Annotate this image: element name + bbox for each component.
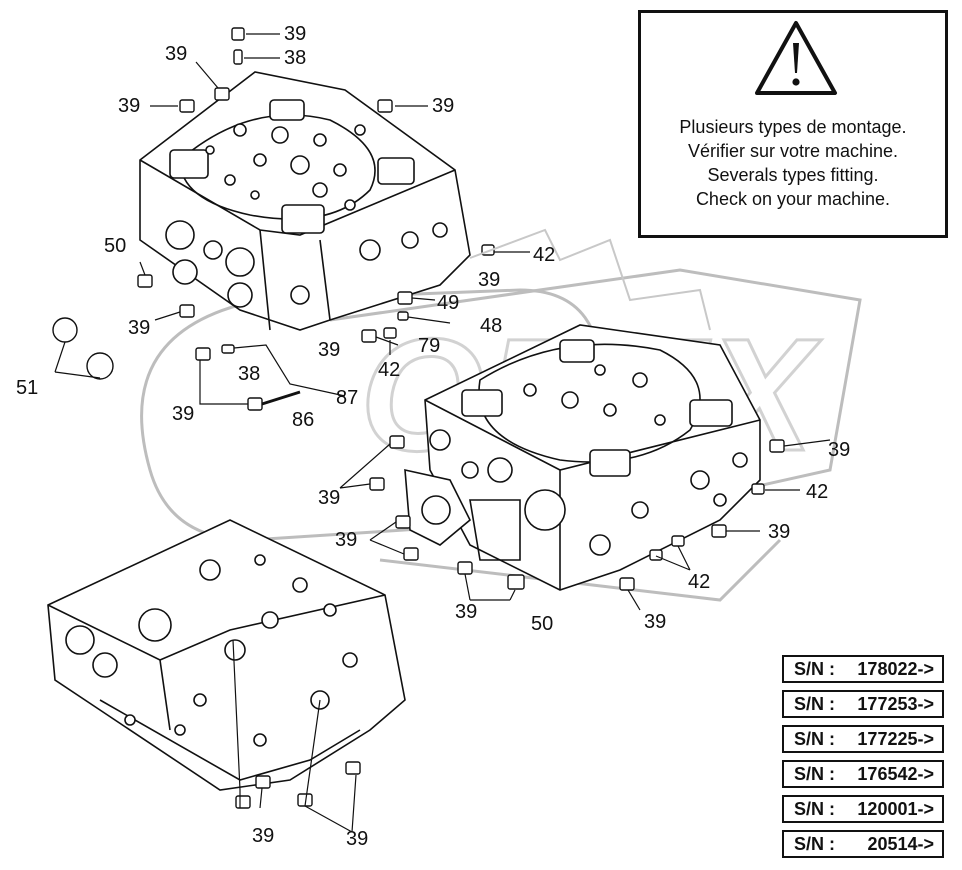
serial-label: S/N : xyxy=(794,834,836,854)
serial-value: 177225-> xyxy=(857,729,934,749)
serial-value: 178022-> xyxy=(857,659,934,679)
plug-parts xyxy=(52,27,785,809)
serial-value: 20514-> xyxy=(867,834,934,854)
part-callout: 39 xyxy=(284,23,307,45)
part-callout: 39 xyxy=(172,403,195,425)
valve-block-top xyxy=(139,71,471,331)
part-callout: 39 xyxy=(432,95,455,117)
serial-number-box: S/N : 177253-> xyxy=(782,690,944,718)
part-callout: 39 xyxy=(165,43,188,65)
serial-value: 120001-> xyxy=(857,799,934,819)
warning-triangle-icon xyxy=(755,21,837,95)
part-callout: 39 xyxy=(128,317,151,339)
part-callout: 39 xyxy=(644,611,667,633)
part-callout: 48 xyxy=(480,315,503,337)
serial-number-box: S/N : 20514-> xyxy=(782,830,944,858)
part-callout: 39 xyxy=(768,521,791,543)
part-callout: 50 xyxy=(104,235,127,257)
part-callout: 49 xyxy=(437,292,460,314)
part-callout: 50 xyxy=(531,613,554,635)
part-callout: 39 xyxy=(455,601,478,623)
warning-line-2: Vérifier sur votre machine. xyxy=(687,141,899,161)
warning-line-3: Severals types fitting. xyxy=(707,165,879,185)
part-callout: 39 xyxy=(118,95,141,117)
leader-lines xyxy=(54,33,831,833)
part-callout: 38 xyxy=(284,47,307,69)
part-callout: 39 xyxy=(318,339,341,361)
serial-value: 177253-> xyxy=(857,694,934,714)
part-callout: 42 xyxy=(806,481,829,503)
part-callout: 42 xyxy=(533,244,556,266)
serial-number-box: S/N : 177225-> xyxy=(782,725,944,753)
part-callout: 42 xyxy=(378,359,401,381)
part-callout: 51 xyxy=(16,377,39,399)
part-callout: 38 xyxy=(238,363,261,385)
part-callout: 42 xyxy=(688,571,711,593)
part-callout: 39 xyxy=(828,439,851,461)
serial-label: S/N : xyxy=(794,799,836,819)
valve-block-bottom xyxy=(47,519,406,791)
part-callout: 39 xyxy=(346,828,369,850)
serial-number-box: S/N : 120001-> xyxy=(782,795,944,823)
warning-note-box: Plusieurs types de montage. Vérifier sur… xyxy=(638,10,948,238)
part-callout: 39 xyxy=(478,269,501,291)
background-outline xyxy=(469,228,711,331)
part-callout: 86 xyxy=(292,409,315,431)
warning-line-1: Plusieurs types de montage. xyxy=(679,117,907,137)
serial-label: S/N : xyxy=(794,659,836,679)
serial-label: S/N : xyxy=(794,694,836,714)
serial-number-box: S/N : 178022-> xyxy=(782,655,944,683)
serial-label: S/N : xyxy=(794,764,836,784)
serial-label: S/N : xyxy=(794,729,836,749)
part-callout: 79 xyxy=(418,335,441,357)
part-callout: 87 xyxy=(336,387,359,409)
serial-number-box: S/N : 176542-> xyxy=(782,760,944,788)
part-callout: 39 xyxy=(252,825,275,847)
part-callout: 39 xyxy=(335,529,358,551)
valve-block-right xyxy=(404,324,761,591)
serial-value: 176542-> xyxy=(857,764,934,784)
warning-line-4: Check on your machine. xyxy=(695,189,891,209)
part-callout: 39 xyxy=(318,487,341,509)
